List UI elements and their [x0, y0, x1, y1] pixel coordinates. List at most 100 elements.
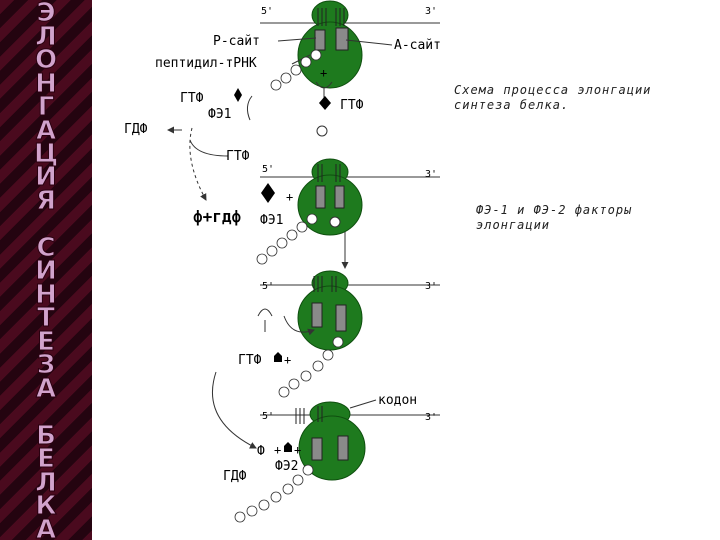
- five-prime-label: 5': [262, 164, 274, 175]
- plus-sign: +: [294, 443, 301, 457]
- gtf-label: ГТФ: [238, 353, 262, 368]
- a-site-label: А-сайт: [394, 38, 441, 53]
- p-site-slot: [314, 29, 326, 51]
- gtf-label-right: ГТФ: [340, 98, 364, 113]
- gtf-label-left: ГТФ: [180, 91, 204, 106]
- scheme-caption: Схема процесса элонгации синтеза белка.: [454, 83, 651, 113]
- gtf-diamond: [319, 96, 331, 110]
- sidebar-letter: Б: [36, 421, 56, 451]
- scheme-caption-line-2: синтеза белка.: [454, 98, 570, 112]
- recycle-arrow: [212, 371, 257, 449]
- ribosome: [295, 401, 366, 481]
- peptidyl-pointer: [291, 54, 311, 65]
- peptide-chain: [234, 464, 314, 523]
- gdf-label-bottom: ГДФ: [223, 469, 247, 484]
- three-prime-label: 3': [425, 6, 437, 17]
- factors-caption-line-1: ФЭ-1 и ФЭ-2 факторы: [476, 203, 633, 217]
- p-site-slot: [315, 185, 326, 209]
- sidebar-letter: З: [37, 350, 55, 380]
- ribosome: [297, 270, 363, 351]
- a-site-slot: [335, 27, 349, 51]
- p-site-slot: [311, 437, 323, 461]
- gtf-hexagon: [274, 352, 282, 362]
- sidebar-letter: Э: [36, 0, 55, 28]
- gdf-label-top: ГДФ: [124, 122, 148, 137]
- stage-4: 5' 3' кодон Ф + + ФЭ2 ГДФ: [223, 393, 440, 523]
- peptide-chain: [278, 336, 344, 398]
- p-site-pointer: [277, 37, 317, 42]
- sidebar-letter: Я: [36, 186, 56, 216]
- a-site-slot: [335, 304, 347, 332]
- p-site-slot: [311, 302, 323, 328]
- three-prime-label: 3': [425, 169, 437, 180]
- sidebar-letter: Л: [35, 468, 57, 498]
- gtf-flow-line: [189, 139, 229, 157]
- ribosome-large-subunit: [297, 285, 363, 351]
- peptide-chain: [270, 49, 322, 91]
- f-gdf-label: ф+гдф: [193, 207, 242, 226]
- three-prime-label: 3': [425, 281, 437, 292]
- sidebar-letter: Н: [35, 280, 57, 310]
- gtf-diamond-small: [234, 88, 242, 102]
- released-trna: [257, 308, 273, 332]
- codon-ticks: [317, 8, 345, 26]
- codon-ticks: [295, 406, 323, 424]
- sidebar-banner: [0, 0, 92, 540]
- sidebar-letter: И: [35, 162, 57, 192]
- three-prime-label: 3': [425, 412, 437, 423]
- ribosome: [297, 0, 363, 89]
- five-prime-label: 5': [262, 281, 274, 292]
- a-site-pointer: [345, 39, 393, 46]
- sidebar-letter: А: [36, 515, 56, 540]
- ribosome-large-subunit: [298, 415, 366, 481]
- five-prime-label: 5': [262, 411, 274, 422]
- sidebar-letter: Т: [37, 303, 55, 333]
- sidebar-letter: С: [36, 233, 55, 263]
- sidebar-letter: Л: [35, 22, 57, 52]
- factors-caption-line-2: элонгации: [476, 218, 551, 232]
- plus-sign: +: [286, 190, 293, 204]
- fe2-label: ФЭ2: [275, 459, 298, 474]
- scheme-caption-line-1: Схема процесса элонгации: [454, 83, 652, 97]
- release-arrow: [283, 315, 315, 336]
- gtf-diamond-large: [261, 183, 275, 203]
- release-ball: [329, 216, 341, 228]
- sidebar-letter: А: [36, 374, 56, 404]
- ribosome-large-subunit: [297, 21, 363, 89]
- codon-ticks: [313, 276, 337, 292]
- stage-1: 5' 3' Р-сайт А-сайт пептидил-тРНК + ГТФ …: [124, 0, 441, 201]
- sidebar-letter: О: [35, 45, 57, 75]
- plus-sign: +: [274, 443, 281, 457]
- codon-pointer: [349, 399, 377, 409]
- p-site-label: Р-сайт: [213, 34, 260, 49]
- sidebar-letter: И: [35, 256, 57, 286]
- aa-trna-ball: [316, 125, 328, 137]
- peptidyl-trna-label: пептидил-тРНК: [155, 56, 257, 71]
- fe1-link: [246, 95, 253, 121]
- svg-text:+: +: [320, 66, 327, 80]
- sidebar-letter: Г: [38, 92, 55, 122]
- gtf-hexagon: [284, 442, 292, 452]
- sidebar-letter: Ц: [34, 139, 58, 169]
- sidebar-letter: Е: [37, 444, 55, 474]
- elongation-diagram: 5' 3' Р-сайт А-сайт пептидил-тРНК + ГТФ …: [124, 0, 441, 523]
- factors-caption: ФЭ-1 и ФЭ-2 факторы элонгации: [476, 203, 632, 233]
- phi-label: Ф: [257, 444, 265, 459]
- sidebar-letter: А: [36, 116, 56, 146]
- gtf-label-mid: ГТФ: [226, 149, 250, 164]
- fe1-label: ФЭ1: [208, 107, 231, 122]
- stage-2: 5' 3' + ф+гдф ФЭ1: [193, 158, 440, 269]
- peptide-chain: [256, 213, 318, 265]
- recycle-arrow: [189, 127, 207, 201]
- stage-3: 5' 3' ГТФ +: [212, 270, 440, 449]
- fe1-label: ФЭ1: [260, 213, 283, 228]
- a-site-slot: [334, 185, 345, 209]
- a-site-slot: [337, 435, 349, 461]
- ribosome-large-subunit: [297, 174, 363, 236]
- sidebar-letter: К: [35, 491, 56, 521]
- sidebar-letter: Н: [35, 69, 57, 99]
- codon-ticks: [317, 164, 341, 182]
- five-prime-label: 5': [261, 6, 273, 17]
- codon-label: кодон: [378, 393, 417, 408]
